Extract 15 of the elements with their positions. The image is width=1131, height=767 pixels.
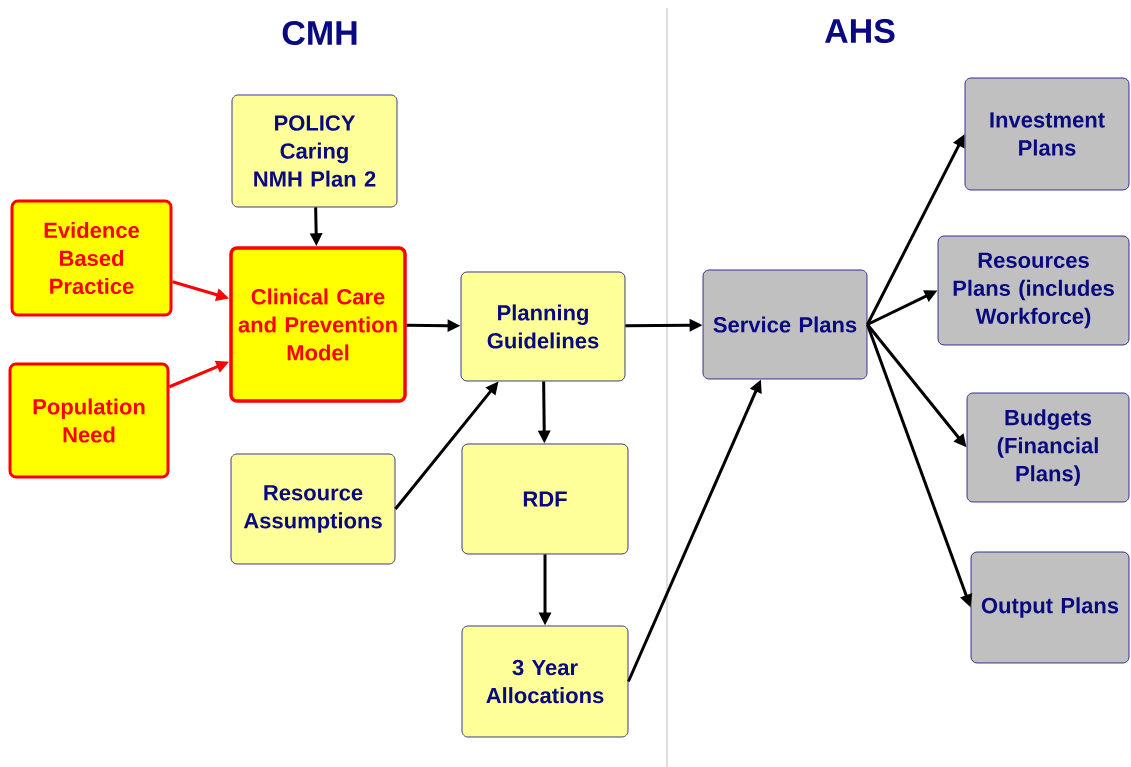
input-box: Population Need	[8, 362, 170, 479]
plan-box: Output Plans	[970, 551, 1130, 664]
process-box: POLICY Caring NMH Plan 2	[231, 94, 398, 208]
plan-box: Budgets (Financial Plans)	[966, 392, 1130, 503]
plan-box: Service Plans	[702, 269, 868, 380]
process-box: 3 Year Allocations	[461, 625, 629, 738]
model-box: Clinical Care and Prevention Model	[229, 246, 407, 403]
section-heading: AHS	[824, 18, 895, 44]
process-box: Planning Guidelines	[460, 271, 626, 382]
process-box: Resource Assumptions	[230, 453, 396, 565]
plan-box: Resources Plans (includes Workforce)	[937, 235, 1130, 346]
plan-box: Investment Plans	[964, 77, 1130, 191]
process-box: RDF	[461, 443, 629, 555]
input-box: Evidence Based Practice	[10, 199, 173, 317]
section-heading: CMH	[282, 20, 357, 46]
